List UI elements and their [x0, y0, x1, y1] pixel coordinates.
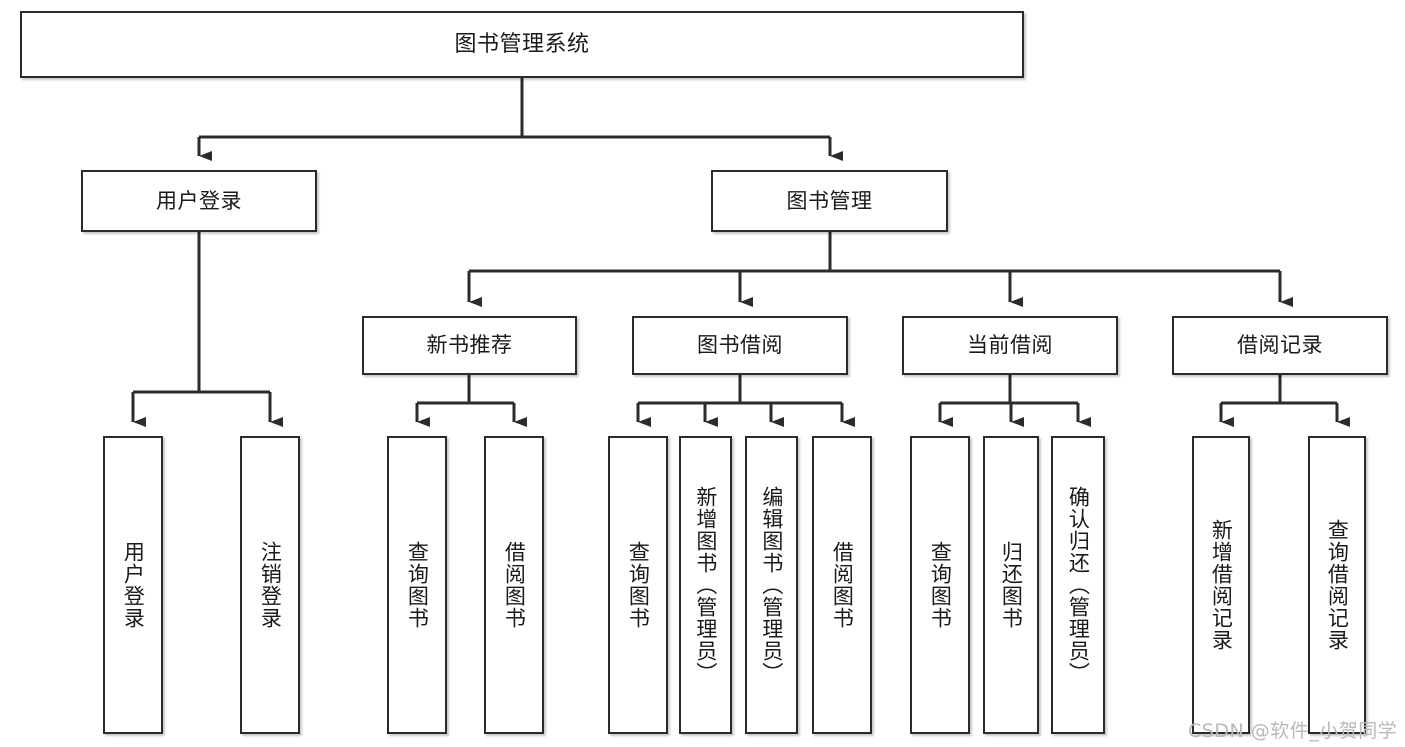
node-leaf-query-record[interactable]: 查询借阅记录	[1308, 436, 1366, 734]
node-leaf-user-login-label: 用户登录	[121, 541, 146, 629]
node-leaf-add-book[interactable]: 新增图书（管理员）	[679, 436, 732, 734]
node-leaf-borrow-book-1-label: 借阅图书	[502, 541, 527, 629]
node-leaf-borrow-book-2-label: 借阅图书	[830, 541, 855, 629]
node-borrow-record[interactable]: 借阅记录	[1172, 316, 1388, 375]
node-leaf-query-book-1-label: 查询图书	[405, 541, 430, 629]
node-book-borrow[interactable]: 图书借阅	[632, 316, 848, 375]
node-leaf-borrow-book-1[interactable]: 借阅图书	[484, 436, 544, 734]
node-current-borrow-label: 当前借阅	[967, 333, 1053, 358]
node-leaf-query-book-2-label: 查询图书	[626, 541, 651, 629]
node-root-label: 图书管理系统	[454, 31, 590, 57]
node-leaf-query-record-label: 查询借阅记录	[1325, 519, 1350, 651]
node-leaf-query-book-3[interactable]: 查询图书	[910, 436, 970, 734]
node-leaf-return-book-label: 归还图书	[999, 541, 1024, 629]
node-book-manage-label: 图书管理	[786, 188, 873, 213]
node-user-login[interactable]: 用户登录	[81, 170, 317, 232]
node-leaf-query-book-3-label: 查询图书	[928, 541, 953, 629]
node-borrow-record-label: 借阅记录	[1237, 333, 1323, 358]
watermark-text: CSDN @软件_小贺同学	[1188, 720, 1398, 742]
node-root[interactable]: 图书管理系统	[20, 11, 1024, 78]
node-leaf-confirm-return[interactable]: 确认归还（管理员）	[1051, 436, 1105, 734]
node-leaf-query-book-2[interactable]: 查询图书	[608, 436, 668, 734]
node-user-login-label: 用户登录	[156, 188, 242, 213]
node-leaf-edit-book-label: 编辑图书（管理员）	[759, 486, 784, 684]
node-leaf-add-record[interactable]: 新增借阅记录	[1192, 436, 1250, 734]
node-leaf-query-book-1[interactable]: 查询图书	[387, 436, 447, 734]
node-leaf-edit-book[interactable]: 编辑图书（管理员）	[745, 436, 798, 734]
node-leaf-confirm-return-label: 确认归还（管理员）	[1066, 486, 1091, 684]
node-new-book-recommend[interactable]: 新书推荐	[362, 316, 577, 375]
node-leaf-user-logout[interactable]: 注销登录	[240, 436, 300, 734]
node-book-borrow-label: 图书借阅	[697, 333, 783, 358]
node-leaf-add-record-label: 新增借阅记录	[1209, 519, 1234, 651]
node-leaf-user-login[interactable]: 用户登录	[103, 436, 163, 734]
node-leaf-return-book[interactable]: 归还图书	[983, 436, 1039, 734]
node-current-borrow[interactable]: 当前借阅	[902, 316, 1118, 375]
node-leaf-borrow-book-2[interactable]: 借阅图书	[812, 436, 872, 734]
node-new-book-recommend-label: 新书推荐	[426, 333, 513, 358]
node-leaf-user-logout-label: 注销登录	[258, 541, 283, 629]
node-book-manage[interactable]: 图书管理	[711, 170, 948, 232]
node-leaf-add-book-label: 新增图书（管理员）	[693, 486, 718, 684]
